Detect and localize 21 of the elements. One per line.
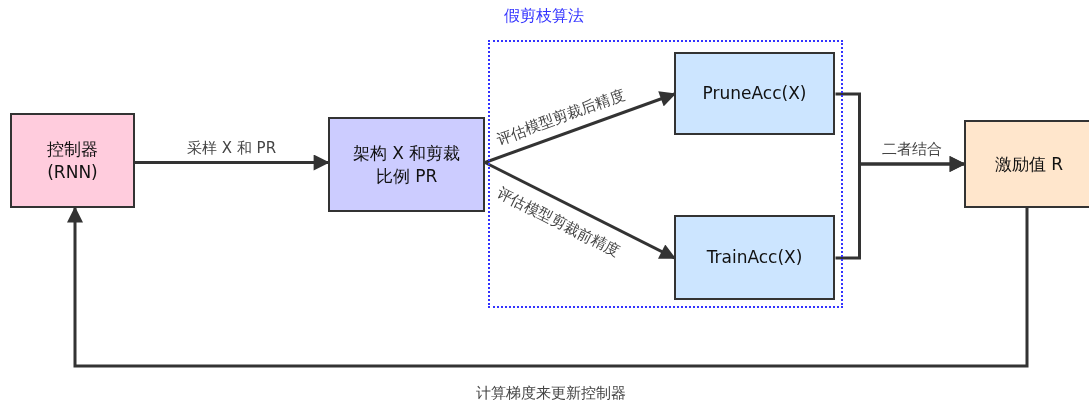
arrow bbox=[835, 156, 966, 260]
arrow bbox=[484, 91, 676, 164]
arrow bbox=[484, 161, 676, 260]
process-box bbox=[328, 117, 485, 212]
box-label: PruneAcc(X) bbox=[701, 82, 808, 105]
edge-label: 计算梯度来更新控制器 bbox=[474, 384, 628, 402]
process-box bbox=[674, 215, 835, 300]
edge-label: 采样 X 和 PR bbox=[185, 138, 279, 157]
edge-label: 评估模型剪裁前精度 bbox=[493, 182, 625, 262]
group-title: 假剪枝算法 bbox=[504, 6, 584, 27]
edge-label: 评估模型剪裁后精度 bbox=[493, 84, 629, 150]
edge-label: 二者结合 bbox=[879, 140, 944, 158]
process-box bbox=[674, 52, 835, 135]
box-label: TrainAcc(X) bbox=[705, 246, 804, 269]
box-label: 控制器 (RNN) bbox=[46, 137, 99, 184]
process-box bbox=[964, 120, 1089, 208]
box-label: 架构 X 和剪裁比例 PR bbox=[351, 141, 462, 188]
arrow bbox=[135, 154, 330, 171]
box-label: 激励值 R bbox=[993, 152, 1065, 176]
process-box bbox=[10, 113, 135, 208]
arrow bbox=[67, 206, 1029, 368]
